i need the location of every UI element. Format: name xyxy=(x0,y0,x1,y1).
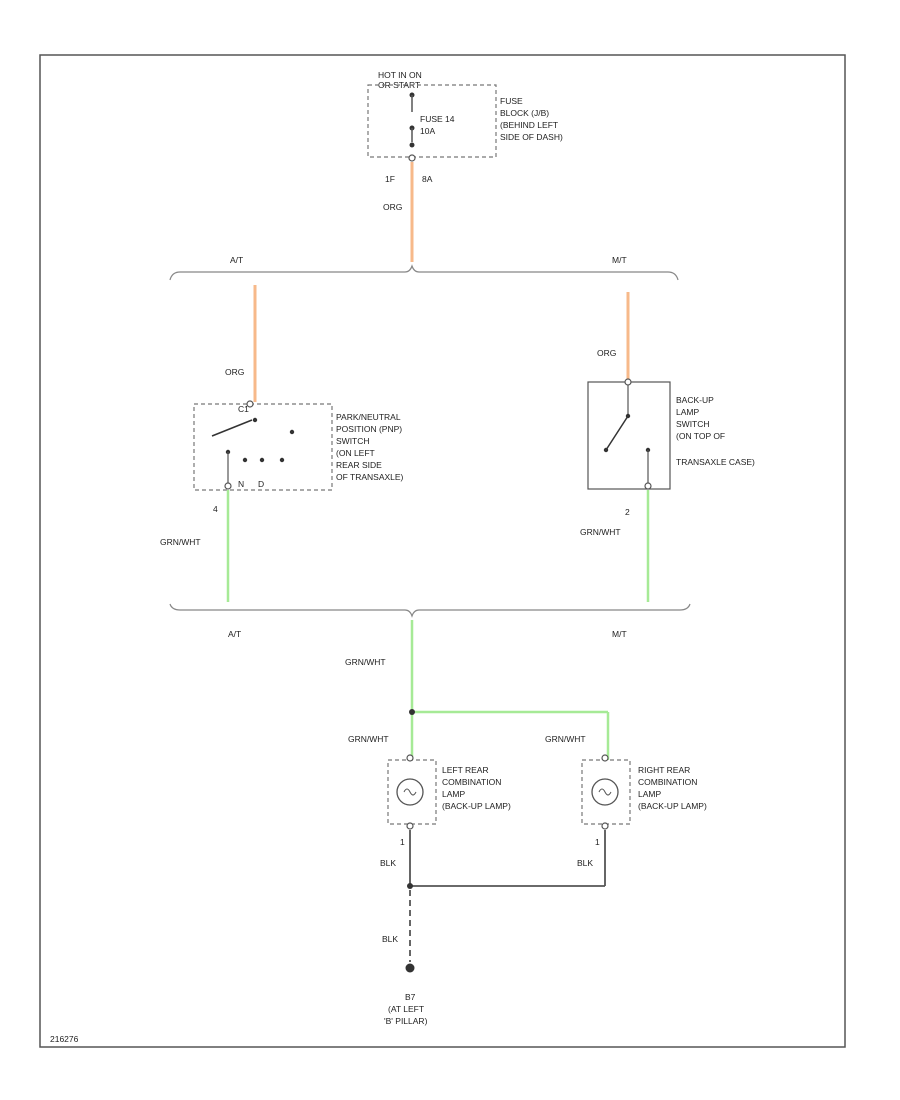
figure-id: 216276 xyxy=(50,1034,79,1044)
pnp-pin-n: N xyxy=(238,479,244,489)
left-lamp-desc-1: LEFT REAR xyxy=(442,765,489,775)
branch-bracket-top xyxy=(169,264,679,281)
right-lamp-wire-in-label: GRN/WHT xyxy=(545,734,586,744)
pnp-desc-1: PARK/NEUTRAL xyxy=(336,412,401,422)
hot-label: HOT IN ON xyxy=(378,70,422,80)
branch-bar-bottom: A/T M/T xyxy=(169,603,691,639)
left-lamp-wire-in-label: GRN/WHT xyxy=(348,734,389,744)
ground-splice-point xyxy=(407,883,413,889)
ground-point: BLK B7 (AT LEFT 'B' PILLAR) xyxy=(382,934,428,1026)
left-lamp-filament-icon xyxy=(403,788,417,796)
backup-contact-left xyxy=(603,447,609,453)
right-lamp-top-connector xyxy=(601,754,609,762)
branch-bracket-bottom xyxy=(169,603,691,618)
branch-top-right-label: M/T xyxy=(612,255,627,265)
pnp-desc-6: OF TRANSAXLE) xyxy=(336,472,404,482)
pnp-switch-arm xyxy=(211,419,253,437)
right-lamp-desc-2: COMBINATION xyxy=(638,777,697,787)
pnp-wire-out-label: GRN/WHT xyxy=(160,537,201,547)
pnp-switch-outline xyxy=(193,403,333,491)
ground-desc-2: 'B' PILLAR) xyxy=(384,1016,428,1026)
right-lamp-desc-3: LAMP xyxy=(638,789,661,799)
right-lamp-desc-4: (BACK-UP LAMP) xyxy=(638,801,707,811)
pnp-contact-1 xyxy=(289,429,295,435)
left-lamp-bottom-connector xyxy=(406,822,414,830)
fuse-block-outline xyxy=(367,84,497,158)
pnp-desc-2: POSITION (PNP) xyxy=(336,424,402,434)
pnp-contact-4 xyxy=(259,457,265,463)
left-lamp-desc-2: COMBINATION xyxy=(442,777,501,787)
backup-desc-5: TRANSAXLE CASE) xyxy=(676,457,755,467)
backup-switch-arm xyxy=(605,415,629,451)
backup-pin-out: 2 xyxy=(625,507,630,517)
left-lamp-desc-3: LAMP xyxy=(442,789,465,799)
backup-wire-in-label: ORG xyxy=(597,348,616,358)
backup-desc-4: (ON TOP OF xyxy=(676,431,725,441)
left-lamp-pin: 1 xyxy=(400,837,405,847)
pnp-top-pin: C1 xyxy=(238,404,249,414)
backup-desc-2: LAMP xyxy=(676,407,699,417)
fuse-wire-label: ORG xyxy=(383,202,402,212)
pnp-contact-common xyxy=(252,417,258,423)
pnp-wire-in-label: ORG xyxy=(225,367,244,377)
fuse-block-desc-4: SIDE OF DASH) xyxy=(500,132,563,142)
branch-bottom-left-label: A/T xyxy=(228,629,241,639)
fuse-number: FUSE 14 xyxy=(420,114,455,124)
branch-top-left-label: A/T xyxy=(230,255,243,265)
fuse-pin-right: 8A xyxy=(422,174,433,184)
left-lamp-top-connector xyxy=(406,754,414,762)
left-lamp-desc-4: (BACK-UP LAMP) xyxy=(442,801,511,811)
ground-wire-label: BLK xyxy=(382,934,398,944)
left-lamp-wire-out-label: BLK xyxy=(380,858,396,868)
pnp-desc-4: (ON LEFT xyxy=(336,448,375,458)
pnp-switch: ORG C1 N D PARK/NEUTRAL POSITION (PNP) S… xyxy=(160,367,404,547)
backup-wire-out-label: GRN/WHT xyxy=(580,527,621,537)
fuse-block: HOT IN ON OR START FUSE 14 10A FUSE BLOC… xyxy=(367,70,563,212)
pnp-desc-3: SWITCH xyxy=(336,436,370,446)
splice-wire-label: GRN/WHT xyxy=(345,657,386,667)
fuse-rating: 10A xyxy=(420,126,435,136)
right-lamp-bottom-connector xyxy=(601,822,609,830)
backup-switch-outline xyxy=(587,381,671,490)
pnp-contact-5 xyxy=(279,457,285,463)
diagram-frame xyxy=(39,54,846,1048)
pnp-pin-out: 4 xyxy=(213,504,218,514)
pnp-contact-3 xyxy=(242,457,248,463)
backup-top-connector xyxy=(624,378,632,386)
left-rear-combination-lamp: GRN/WHT LEFT REAR COMBINATION LAMP (BACK… xyxy=(348,734,511,868)
pnp-bottom-connector xyxy=(224,482,232,490)
branch-bottom-right-label: M/T xyxy=(612,629,627,639)
right-lamp-pin: 1 xyxy=(595,837,600,847)
fuse-terminal-bottom xyxy=(409,142,415,148)
splice-point xyxy=(409,709,415,715)
fuse-block-desc-2: BLOCK (J/B) xyxy=(500,108,549,118)
ground-desc-1: (AT LEFT xyxy=(388,1004,424,1014)
backup-lamp-switch: ORG BACK-UP LAMP SWITCH (ON TOP OF TRANS… xyxy=(580,348,755,537)
fuse-connector xyxy=(408,154,416,162)
ground-id: B7 xyxy=(405,992,416,1002)
fuse-block-desc-3: (BEHIND LEFT xyxy=(500,120,558,130)
branch-bar-top: A/T M/T xyxy=(169,255,679,281)
fuse-pin-left: 1F xyxy=(385,174,395,184)
fuse-block-desc-1: FUSE xyxy=(500,96,523,106)
right-lamp-desc-1: RIGHT REAR xyxy=(638,765,690,775)
right-rear-combination-lamp: GRN/WHT RIGHT REAR COMBINATION LAMP (BAC… xyxy=(545,734,707,868)
pnp-top-connector xyxy=(246,400,254,408)
right-lamp-wire-out-label: BLK xyxy=(577,858,593,868)
backup-desc-1: BACK-UP xyxy=(676,395,714,405)
pnp-desc-5: REAR SIDE xyxy=(336,460,382,470)
backup-bottom-connector xyxy=(644,482,652,490)
ground-icon xyxy=(405,963,415,973)
right-lamp-filament-icon xyxy=(598,788,612,796)
backup-desc-3: SWITCH xyxy=(676,419,710,429)
pnp-pin-d: D xyxy=(258,479,264,489)
